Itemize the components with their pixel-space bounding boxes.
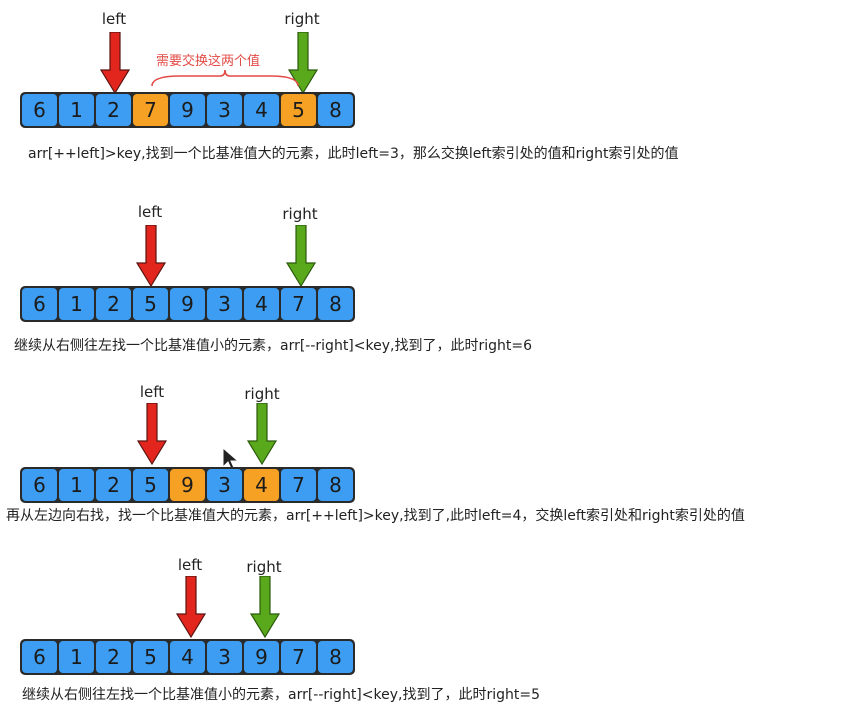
array-cell-highlighted: 9 xyxy=(170,469,205,501)
left-arrow-icon xyxy=(136,225,166,287)
array-cell: 7 xyxy=(281,288,316,320)
array-cell: 4 xyxy=(244,288,279,320)
right-arrow-icon xyxy=(286,225,316,287)
left-label: left xyxy=(137,203,163,221)
right-arrow-icon xyxy=(288,32,318,94)
array-cell: 6 xyxy=(22,94,57,126)
array-cell: 2 xyxy=(96,288,131,320)
array-cell: 3 xyxy=(207,288,242,320)
array-cell: 6 xyxy=(22,288,57,320)
array-cell: 1 xyxy=(59,641,94,673)
array-cell: 7 xyxy=(281,641,316,673)
array-cell: 3 xyxy=(207,469,242,501)
left-arrow-icon xyxy=(137,403,167,465)
right-label: right xyxy=(246,558,282,576)
swap-brace xyxy=(151,69,299,87)
array-cell: 5 xyxy=(133,288,168,320)
left-arrow-icon xyxy=(100,32,130,94)
array-cell: 9 xyxy=(244,641,279,673)
array-cell-highlighted: 7 xyxy=(133,94,168,126)
step-4: left right 6 1 2 5 4 3 9 7 8 继续从右侧往左找一个比… xyxy=(0,548,850,718)
array-cell: 4 xyxy=(170,641,205,673)
right-arrow-icon xyxy=(250,576,280,638)
array-cell: 8 xyxy=(318,288,353,320)
right-arrow-icon xyxy=(247,403,277,465)
step-caption: 继续从右侧往左找一个比基准值小的元素，arr[--right]<key,找到了，… xyxy=(14,338,532,354)
array-cell-highlighted: 4 xyxy=(244,469,279,501)
array-cell: 2 xyxy=(96,641,131,673)
array-cell-highlighted: 5 xyxy=(281,94,316,126)
array-cell: 5 xyxy=(133,641,168,673)
array-cell: 1 xyxy=(59,288,94,320)
step-1: left right 需要交换这两个值 6 1 2 7 9 3 4 5 8 ar… xyxy=(0,0,850,180)
array-cell: 9 xyxy=(170,288,205,320)
right-label: right xyxy=(284,10,320,28)
step-caption: arr[++left]>key,找到一个比基准值大的元素，此时left=3，那么… xyxy=(28,146,679,162)
array-cell: 3 xyxy=(207,641,242,673)
array-cell: 1 xyxy=(59,94,94,126)
left-label: left xyxy=(177,556,203,574)
array-cell: 1 xyxy=(59,469,94,501)
array-cell: 8 xyxy=(318,469,353,501)
step-3: left right 6 1 2 5 9 3 4 7 8 再从左边向右找，找一个… xyxy=(0,375,850,535)
array-cell: 3 xyxy=(207,94,242,126)
array-cell: 2 xyxy=(96,94,131,126)
array-cell: 7 xyxy=(281,469,316,501)
array-cell: 4 xyxy=(244,94,279,126)
step-2: left right 6 1 2 5 9 3 4 7 8 继续从右侧往左找一个比… xyxy=(0,195,850,365)
left-label: left xyxy=(101,10,127,28)
array-row: 6 1 2 7 9 3 4 5 8 xyxy=(20,92,355,128)
step-caption: 再从左边向右找，找一个比基准值大的元素，arr[++left]>key,找到了,… xyxy=(6,508,745,524)
array-row: 6 1 2 5 9 3 4 7 8 xyxy=(20,467,355,503)
array-cell: 6 xyxy=(22,641,57,673)
array-cell: 2 xyxy=(96,469,131,501)
array-cell: 5 xyxy=(133,469,168,501)
array-cell: 8 xyxy=(318,94,353,126)
right-label: right xyxy=(244,385,280,403)
swap-annotation: 需要交换这两个值 xyxy=(156,54,261,69)
step-caption: 继续从右侧往左找一个比基准值小的元素，arr[--right]<key,找到了，… xyxy=(22,687,540,703)
array-cell: 8 xyxy=(318,641,353,673)
left-label: left xyxy=(139,383,165,401)
array-row: 6 1 2 5 4 3 9 7 8 xyxy=(20,639,355,675)
array-row: 6 1 2 5 9 3 4 7 8 xyxy=(20,286,355,322)
array-cell: 6 xyxy=(22,469,57,501)
right-label: right xyxy=(282,205,318,223)
left-arrow-icon xyxy=(176,576,206,638)
array-cell: 9 xyxy=(170,94,205,126)
